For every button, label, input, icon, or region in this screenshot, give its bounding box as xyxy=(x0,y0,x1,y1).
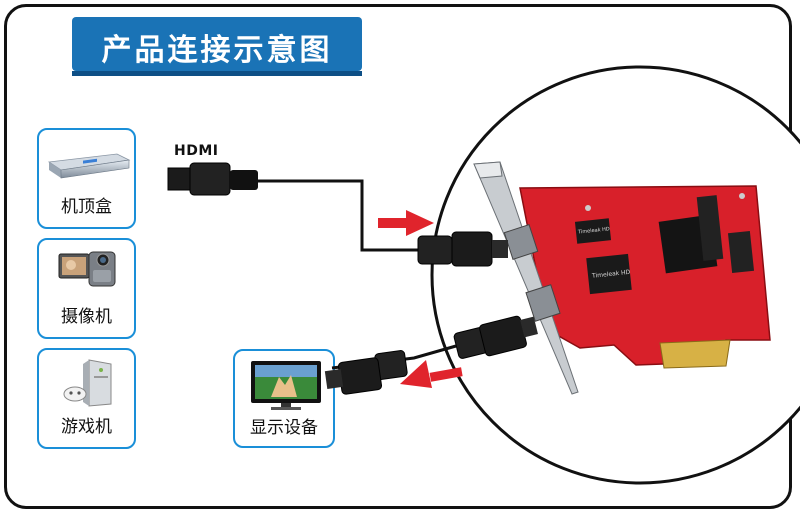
hdmi-plug-output-display xyxy=(325,350,408,395)
arrow-right-icon xyxy=(378,210,434,236)
hdmi-plug-input-left xyxy=(168,163,258,195)
input-cable-line xyxy=(258,181,418,250)
